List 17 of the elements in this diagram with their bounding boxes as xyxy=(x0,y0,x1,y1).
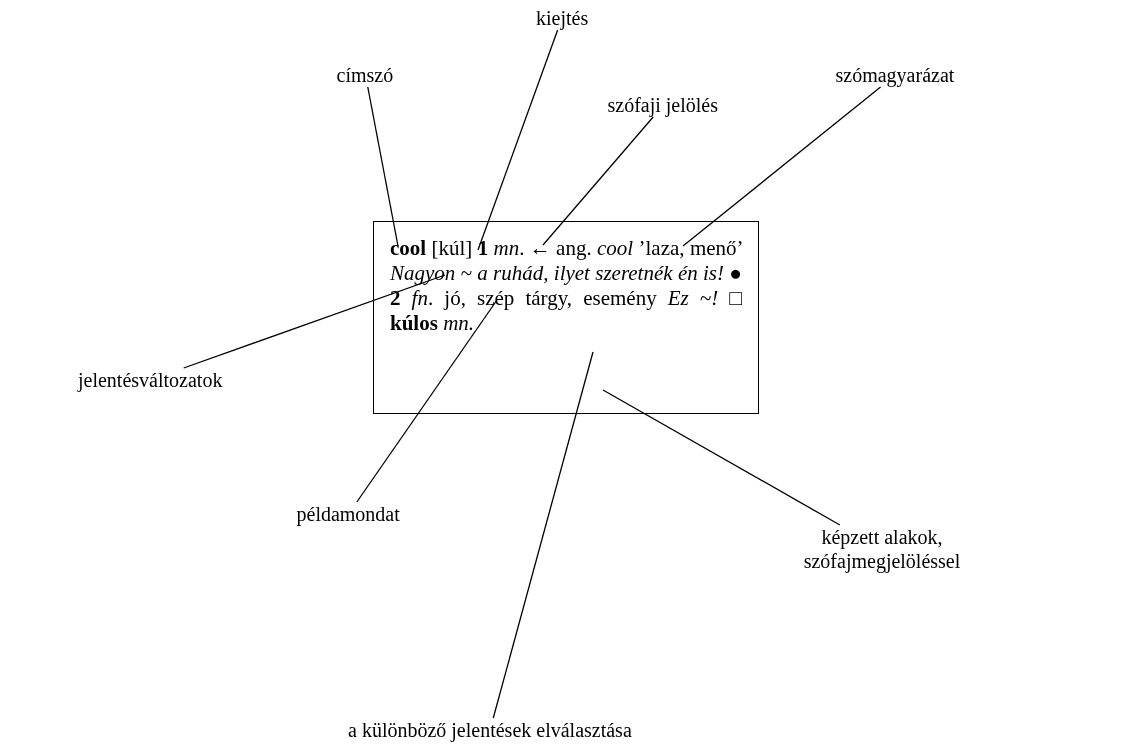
part-of-speech-label: szófaji jelölés xyxy=(607,93,719,117)
etymology-label: szómagyarázat xyxy=(835,63,955,87)
leader-line xyxy=(542,116,654,246)
leader-line xyxy=(367,86,399,247)
leader-line xyxy=(682,86,882,247)
leader-line xyxy=(477,29,559,251)
dictionary-entry: cool [kúl] 1 mn. ← ang. cool ’laza, menő’ Nagyon ~ a ruhád, ilyet szeretnék én is! ● 2 fn. jó, szép tárgy, esemény Ez ~! □ kúlos mn. xyxy=(373,221,759,414)
example-sentence-label: példamondat xyxy=(296,502,400,526)
leader-line xyxy=(602,389,841,526)
leader-line xyxy=(492,351,594,719)
leader-line xyxy=(183,274,446,369)
leader-line xyxy=(356,299,498,503)
sense-variants-label: jelentésváltozatok xyxy=(78,368,223,392)
derived-forms-label: képzett alakok, szófajmegjelöléssel xyxy=(782,525,982,573)
headword-label: címszó xyxy=(336,63,394,87)
pronunciation-label: kiejtés xyxy=(536,6,589,30)
sense-separator-label: a különböző jelentések elválasztása xyxy=(348,718,632,742)
